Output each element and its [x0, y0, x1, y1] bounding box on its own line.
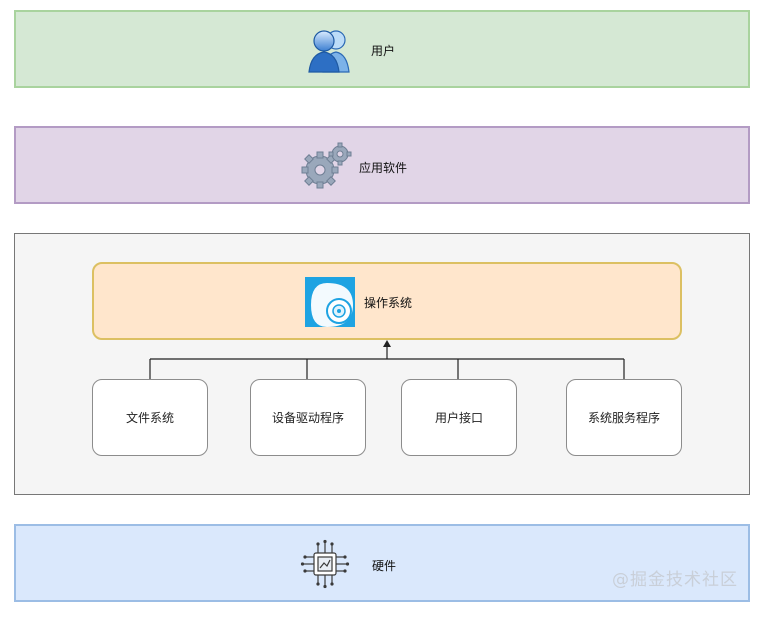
user-interface-box: 用户接口 — [401, 379, 517, 456]
app-software-layer: 应用软件 — [14, 126, 750, 204]
gears-icon — [301, 142, 352, 189]
user-interface-label: 用户接口 — [434, 411, 483, 425]
os-disc-icon — [305, 277, 355, 327]
file-system-box: 文件系统 — [92, 379, 208, 456]
device-driver-box: 设备驱动程序 — [250, 379, 366, 456]
hardware-layer: 硬件 — [14, 524, 750, 602]
operating-system-label: 操作系统 — [364, 296, 413, 310]
user-label: 用户 — [371, 44, 396, 58]
system-service-box: 系统服务程序 — [566, 379, 682, 456]
operating-system-box: 操作系统 — [92, 262, 682, 340]
chip-icon — [300, 539, 350, 589]
app-software-label: 应用软件 — [359, 161, 408, 175]
device-driver-label: 设备驱动程序 — [271, 411, 344, 425]
watermark-text: @掘金技术社区 — [612, 570, 738, 590]
arrow-head — [383, 340, 391, 347]
hardware-label: 硬件 — [372, 559, 397, 573]
users-icon — [308, 30, 350, 73]
file-system-label: 文件系统 — [125, 411, 174, 425]
user-layer: 用户 — [14, 10, 750, 88]
system-service-label: 系统服务程序 — [587, 411, 660, 425]
